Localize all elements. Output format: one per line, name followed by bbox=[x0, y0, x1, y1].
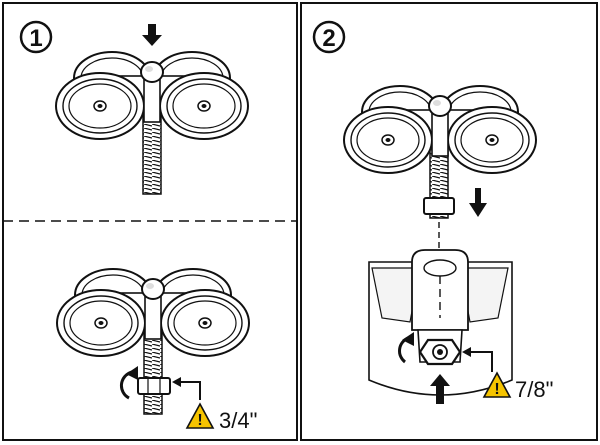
down-arrow-icon bbox=[142, 24, 162, 46]
step-number-1: 1 bbox=[29, 25, 42, 52]
step1-bottom-illustration: ! 3/4" bbox=[57, 269, 257, 433]
up-arrow-icon bbox=[430, 374, 450, 404]
step1-top-illustration bbox=[56, 24, 248, 195]
svg-text:!: ! bbox=[494, 381, 499, 398]
svg-text:!: ! bbox=[197, 412, 202, 429]
threaded-bolt-icon bbox=[423, 147, 455, 250]
wrench-size-label-large: 7/8" bbox=[515, 377, 553, 402]
threaded-bolt-icon bbox=[143, 329, 163, 415]
hex-nut-icon bbox=[418, 338, 462, 366]
down-arrow-icon bbox=[469, 188, 487, 217]
mounting-bracket-icon bbox=[368, 249, 513, 396]
callout-arrow-icon bbox=[462, 347, 493, 372]
hex-nut-icon bbox=[137, 377, 171, 395]
callout-arrow-icon bbox=[172, 377, 201, 400]
step2-illustration: ! 7/8" bbox=[344, 86, 553, 404]
wrench-size-label-small: 3/4" bbox=[219, 408, 257, 433]
step-badge-2: 2 bbox=[312, 20, 346, 54]
warning-triangle-icon: ! bbox=[185, 402, 215, 429]
rotate-arrow-icon bbox=[398, 332, 414, 364]
step-badge-1: 1 bbox=[19, 20, 53, 54]
step-number-2: 2 bbox=[322, 25, 335, 52]
rotate-arrow-icon bbox=[119, 366, 138, 400]
warning-triangle-icon: ! bbox=[482, 371, 512, 398]
panel-frames bbox=[2, 2, 598, 441]
